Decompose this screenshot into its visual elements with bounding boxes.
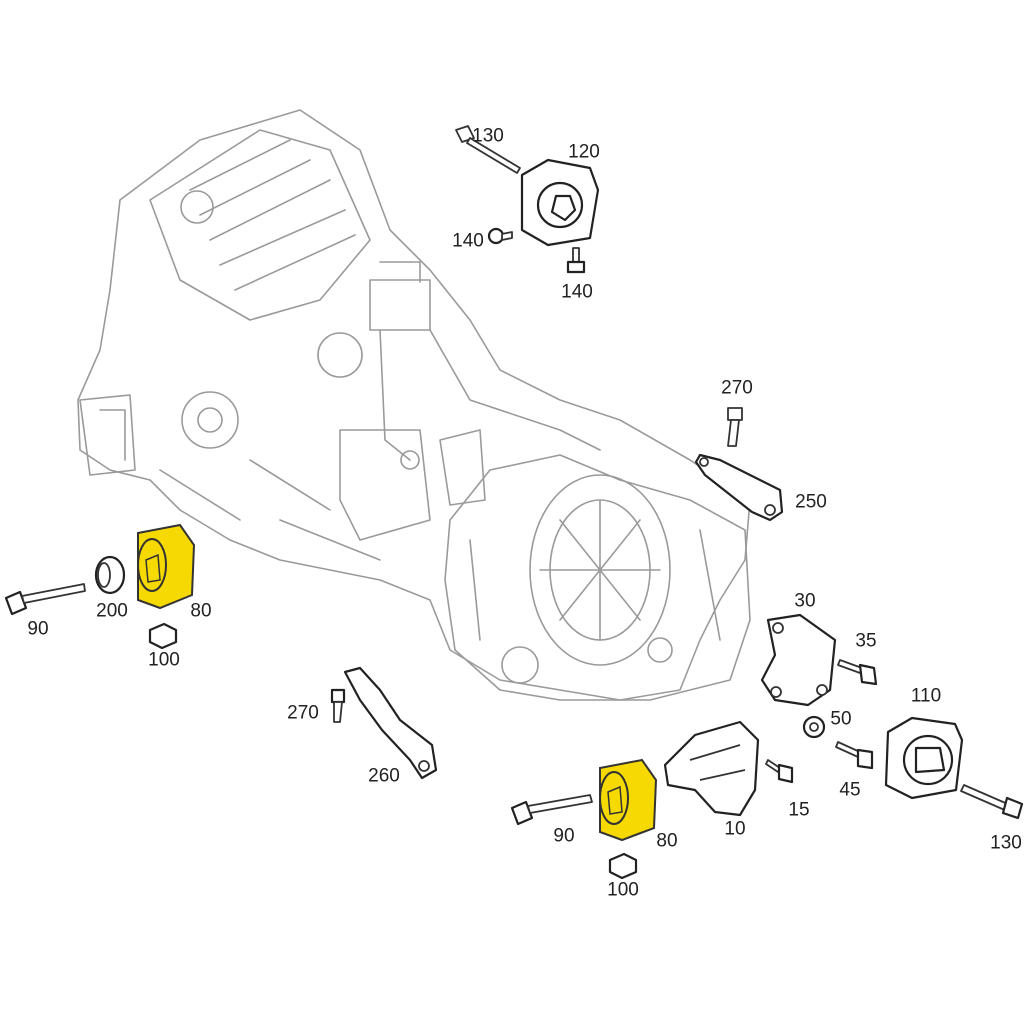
callout-250: 250 bbox=[795, 491, 827, 513]
nut-100-right bbox=[608, 852, 638, 880]
callout-120: 120 bbox=[568, 141, 600, 163]
bolt-130-right bbox=[960, 784, 1024, 820]
nut-100-left bbox=[148, 622, 178, 650]
callout-100-left: 100 bbox=[148, 649, 180, 671]
callout-110: 110 bbox=[910, 685, 942, 707]
bracket-260 bbox=[343, 666, 438, 780]
bracket-250 bbox=[694, 453, 784, 522]
callout-130-top: 130 bbox=[472, 125, 504, 147]
mount-80-left[interactable] bbox=[137, 523, 196, 610]
bolt-130-top bbox=[455, 125, 521, 174]
bolt-45 bbox=[835, 741, 874, 770]
bolt-270-left bbox=[330, 688, 346, 723]
bracket-30 bbox=[760, 613, 837, 707]
bolt-15 bbox=[765, 759, 794, 784]
bolt-140-left bbox=[487, 227, 513, 245]
callout-35: 35 bbox=[855, 630, 877, 652]
bracket-10 bbox=[663, 720, 760, 817]
callout-50: 50 bbox=[830, 708, 852, 730]
bolt-140-bottom bbox=[566, 247, 586, 274]
callout-100-right: 100 bbox=[607, 879, 639, 901]
bolt-90-right bbox=[510, 794, 593, 826]
mount-80-right[interactable] bbox=[599, 758, 658, 842]
mount-110 bbox=[884, 716, 964, 800]
engine-assembly bbox=[77, 109, 751, 701]
bolt-270-top bbox=[727, 407, 743, 447]
callout-260: 260 bbox=[368, 765, 400, 787]
callout-30: 30 bbox=[794, 590, 816, 612]
callout-15: 15 bbox=[788, 799, 810, 821]
callout-270-top: 270 bbox=[721, 377, 753, 399]
callout-130-right: 130 bbox=[990, 832, 1022, 854]
callout-90-right: 90 bbox=[553, 825, 575, 847]
mount-120 bbox=[520, 158, 600, 247]
callout-270-left: 270 bbox=[287, 702, 319, 724]
bushing-200 bbox=[94, 555, 126, 595]
callout-90-left: 90 bbox=[27, 618, 49, 640]
callout-200: 200 bbox=[96, 600, 128, 622]
callout-140-bottom: 140 bbox=[561, 281, 593, 303]
transmission-assembly bbox=[444, 454, 751, 701]
callout-10: 10 bbox=[724, 818, 746, 840]
callout-80-left: 80 bbox=[190, 600, 212, 622]
callout-45: 45 bbox=[839, 779, 861, 801]
callout-80-right: 80 bbox=[656, 830, 678, 852]
bolt-90-left bbox=[4, 583, 86, 616]
washer-50 bbox=[802, 715, 826, 739]
callout-140-left: 140 bbox=[452, 230, 484, 252]
bolt-35 bbox=[837, 659, 878, 686]
